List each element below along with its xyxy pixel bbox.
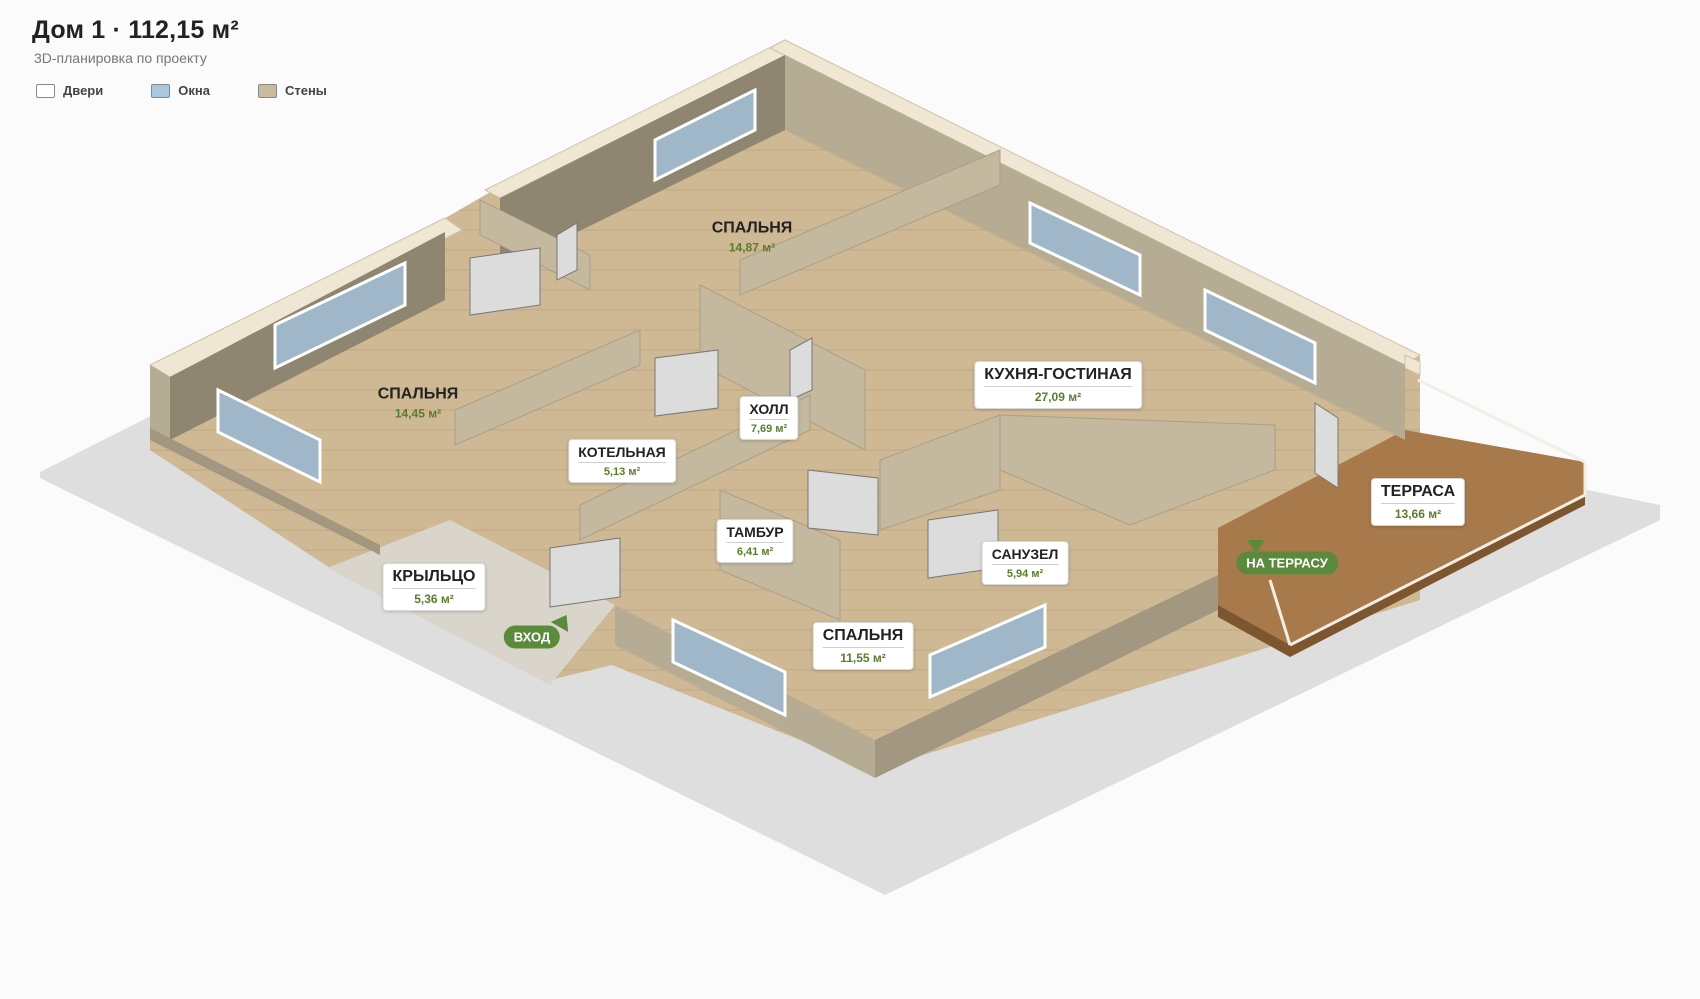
room-name: КРЫЛЬЦО [392, 568, 476, 589]
room-area: 7,69 м² [750, 423, 788, 435]
door-boiler [654, 349, 719, 417]
room-area: 13,66 м² [1394, 507, 1442, 521]
door-vestibule [807, 469, 879, 536]
door-hall [789, 337, 813, 401]
room-area: 14,87 м² [728, 240, 776, 255]
door-bedroom-top [556, 222, 578, 281]
room-label-porch[interactable]: КРЫЛЬЦО 5,36 м² [382, 563, 486, 611]
window-kitchen-2 [1203, 287, 1317, 386]
room-label-terrace[interactable]: ТЕРРАСА 13,66 м² [1370, 478, 1466, 526]
door-entrance [549, 537, 621, 608]
room-label-bedroom-top[interactable]: СПАЛЬНЯ 14,87 м² [712, 220, 793, 255]
legend-item-doors[interactable]: Двери [36, 83, 103, 98]
legend-swatch-walls [257, 83, 277, 98]
header: Дом 1 · 112,15 м² 3D-планировка по проек… [32, 16, 239, 66]
room-name: СПАЛЬНЯ [377, 385, 459, 403]
room-name: КОТЕЛЬНАЯ [578, 444, 666, 463]
room-label-hall[interactable]: ХОЛЛ 7,69 м² [739, 396, 799, 440]
room-label-vestibule[interactable]: ТАМБУР 6,41 м² [716, 519, 794, 563]
windows [216, 87, 1317, 718]
entrance-marker[interactable]: ВХОД [503, 625, 561, 649]
room-label-bedroom-left[interactable]: СПАЛЬНЯ 14,45 м² [378, 386, 459, 421]
legend-label-windows: Окна [178, 83, 210, 98]
window-left-bedroom-front [216, 387, 322, 485]
window-left-bedroom-back [273, 260, 407, 371]
terrace-floor [1218, 430, 1585, 645]
room-label-bedroom-bottom[interactable]: СПАЛЬНЯ 11,55 м² [812, 622, 914, 670]
room-name: ТАМБУР [726, 524, 784, 543]
room-label-kitchen-living[interactable]: КУХНЯ-ГОСТИНАЯ 27,09 м² [974, 361, 1142, 409]
room-area: 5,36 м² [414, 592, 454, 606]
terrace-railing [1268, 378, 1587, 647]
to-terrace-arrow-icon [1247, 540, 1265, 553]
page-subtitle: 3D-планировка по проекту [34, 50, 207, 66]
room-area: 14,45 м² [394, 406, 442, 421]
to-terrace-marker[interactable]: НА ТЕРРАСУ [1236, 551, 1338, 575]
legend-swatch-windows [151, 83, 171, 98]
door-bedroom-left [469, 247, 541, 316]
room-area: 5,13 м² [603, 466, 641, 478]
legend-item-windows[interactable]: Окна [151, 83, 210, 98]
room-name: СПАЛЬНЯ [822, 627, 904, 648]
window-kitchen-1 [1028, 200, 1142, 298]
room-name: САНУЗЕЛ [991, 546, 1059, 565]
window-top-bedroom [653, 87, 757, 183]
legend: Двери Окна Стены [36, 83, 327, 98]
room-area: 6,41 м² [736, 546, 774, 558]
window-bottom-bedroom-left [671, 617, 787, 718]
room-label-bathroom[interactable]: САНУЗЕЛ 5,94 м² [981, 541, 1069, 585]
legend-label-walls: Стены [284, 83, 327, 98]
room-name: СПАЛЬНЯ [711, 219, 793, 237]
legend-label-doors: Двери [63, 83, 104, 98]
room-area: 27,09 м² [1034, 390, 1082, 404]
doors [469, 222, 1339, 608]
room-area: 11,55 м² [840, 651, 886, 665]
room-name: ХОЛЛ [749, 401, 789, 420]
legend-swatch-doors [36, 83, 55, 98]
door-terrace [1314, 402, 1339, 489]
room-area: 5,94 м² [1006, 568, 1044, 580]
room-name: ТЕРРАСА [1380, 483, 1456, 504]
room-label-boiler[interactable]: КОТЕЛЬНАЯ 5,13 м² [568, 439, 676, 483]
page-title: Дом 1 · 112,15 м² [32, 16, 239, 44]
window-bottom-bedroom-right [928, 602, 1047, 700]
legend-item-walls[interactable]: Стены [257, 83, 327, 98]
room-name: КУХНЯ-ГОСТИНАЯ [984, 366, 1132, 387]
